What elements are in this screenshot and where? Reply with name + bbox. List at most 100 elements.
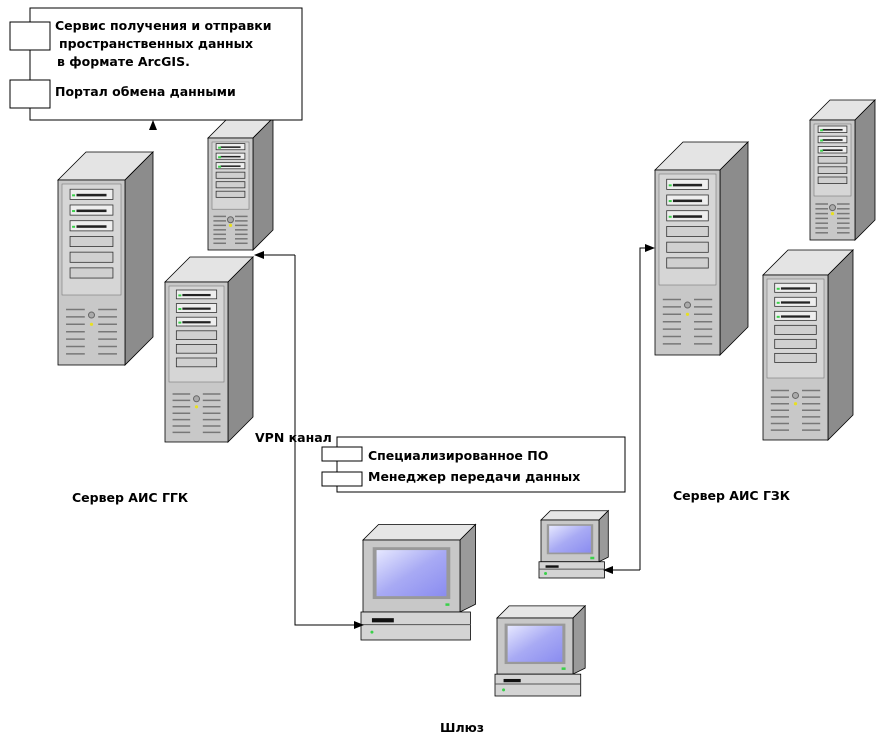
floppy-drive xyxy=(371,618,394,623)
service-label-line3: в формате ArcGIS. xyxy=(57,54,190,69)
drive-slot xyxy=(672,199,703,203)
empty-bay xyxy=(215,190,246,198)
drive-slot xyxy=(76,225,107,228)
drive-led xyxy=(776,301,780,304)
component-port-icon xyxy=(321,446,363,462)
drive-slot xyxy=(220,155,241,158)
drive-led xyxy=(820,139,824,142)
power-led xyxy=(89,322,94,326)
empty-bay xyxy=(817,156,848,164)
gateway-label: Шлюз xyxy=(440,720,484,735)
drive-slot xyxy=(220,165,241,167)
empty-bay xyxy=(175,357,218,368)
empty-bay xyxy=(175,343,218,354)
server-side xyxy=(252,117,274,251)
monitor-led xyxy=(445,603,450,606)
gateway-computer-small xyxy=(538,509,610,579)
empty-bay xyxy=(69,236,114,248)
component-port-icon xyxy=(9,21,51,51)
drive-led xyxy=(218,156,222,159)
floppy-drive xyxy=(503,678,521,683)
connection-right-top xyxy=(639,244,655,570)
monitor-side xyxy=(598,509,609,563)
component-port-icon xyxy=(321,471,363,487)
drive-led xyxy=(218,146,222,149)
empty-bay xyxy=(215,181,246,189)
gateway-computer-main xyxy=(360,523,477,641)
power-led xyxy=(793,402,798,406)
system-unit xyxy=(360,611,471,641)
monitor-top xyxy=(540,510,610,521)
monitor-side xyxy=(572,604,586,675)
empty-bay xyxy=(69,267,114,279)
screen xyxy=(376,550,447,597)
drive-slot xyxy=(220,146,241,148)
server-side xyxy=(124,151,154,366)
drive-slot xyxy=(182,293,211,297)
drive-led xyxy=(72,194,76,197)
drive-led xyxy=(178,321,182,324)
empty-bay xyxy=(175,330,218,340)
drive-led xyxy=(72,210,76,213)
unit-led xyxy=(370,630,374,634)
system-unit xyxy=(538,561,605,579)
drive-led xyxy=(776,315,780,318)
drive-slot xyxy=(76,193,107,197)
empty-bay xyxy=(666,241,709,253)
server-ggk-label: Сервер АИС ГГК xyxy=(72,490,189,505)
gateway-computer-bottom xyxy=(494,604,587,697)
drive-slot xyxy=(672,183,703,187)
server-ggk-web xyxy=(207,117,274,251)
drive-slot xyxy=(672,215,703,218)
empty-bay xyxy=(817,166,848,174)
component-port-icon xyxy=(9,79,51,109)
drive-slot xyxy=(822,128,843,131)
software-label: Специализированное ПО xyxy=(368,448,548,463)
empty-bay xyxy=(817,176,848,184)
drive-led xyxy=(820,129,824,132)
power-button xyxy=(88,311,95,319)
drive-led xyxy=(178,294,182,297)
unit-led xyxy=(502,688,506,692)
drive-slot xyxy=(182,307,211,310)
drive-slot xyxy=(182,321,211,324)
power-button xyxy=(792,391,799,399)
floppy-drive xyxy=(545,565,559,568)
server-side xyxy=(827,249,854,441)
empty-bay xyxy=(215,171,246,179)
server-gzk-label: Сервер АИС ГЗК xyxy=(673,488,791,503)
server-gzk-main xyxy=(654,141,749,356)
drive-slot xyxy=(822,149,843,152)
drive-led xyxy=(218,165,222,168)
server-side xyxy=(719,141,749,356)
empty-bay xyxy=(666,226,709,238)
server-gzk-small xyxy=(809,99,876,241)
drive-led xyxy=(72,225,76,228)
empty-bay xyxy=(69,251,114,263)
server-gzk-secondary xyxy=(762,249,854,441)
drive-slot xyxy=(780,301,811,304)
drive-slot xyxy=(780,287,811,290)
component-box-software: Специализированное ПО Менеджер передачи … xyxy=(321,436,626,493)
server-side xyxy=(227,256,254,443)
power-button xyxy=(227,216,234,224)
service-label-line2: пространственных данных xyxy=(59,36,253,51)
drive-led xyxy=(776,287,780,290)
empty-bay xyxy=(774,324,817,335)
monitor-top xyxy=(496,605,587,619)
service-label-line1: Сервис получения и отправки xyxy=(55,18,272,33)
server-ggk-main xyxy=(57,151,154,366)
vpn-label: VPN канал xyxy=(255,430,332,445)
drive-led xyxy=(668,200,672,203)
portal-label: Портал обмена данными xyxy=(55,84,236,99)
power-led xyxy=(685,312,690,316)
component-box-arcgis: Сервис получения и отправки пространстве… xyxy=(9,7,303,121)
monitor-led xyxy=(561,667,566,670)
power-led xyxy=(228,223,233,227)
monitor-side xyxy=(459,523,476,613)
system-unit xyxy=(494,673,582,697)
server-ggk-secondary xyxy=(164,256,254,443)
server-side xyxy=(854,99,876,241)
monitor-led xyxy=(590,556,595,560)
